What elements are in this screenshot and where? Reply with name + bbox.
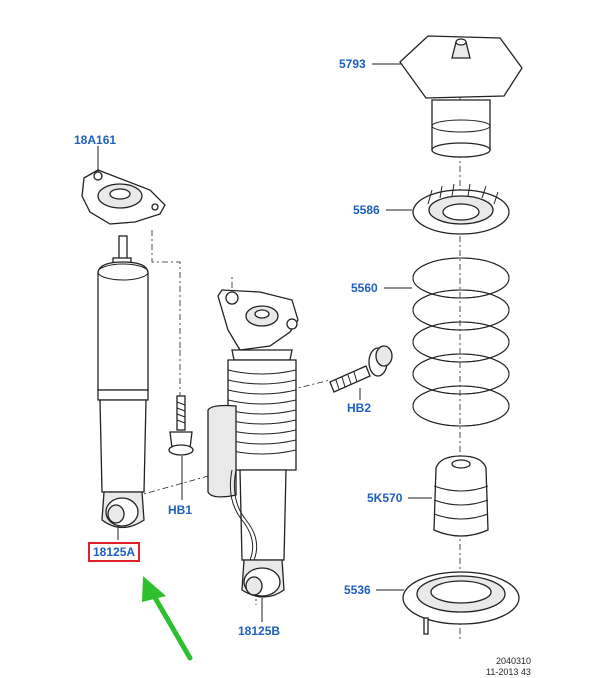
part-label-18a161[interactable]: 18A161 [74,133,117,147]
coil-spring[interactable] [412,257,510,427]
green-pointer-arrow [142,576,193,661]
part-label-hb2[interactable]: HB2 [347,401,372,415]
part-label-hb1[interactable]: HB1 [168,503,193,517]
air-strut-right[interactable] [207,289,299,598]
top-mount[interactable] [399,35,523,158]
lower-spring-seat[interactable] [402,571,520,635]
part-label-5793[interactable]: 5793 [339,57,366,71]
part-label-5560[interactable]: 5560 [351,281,378,295]
part-label-5536[interactable]: 5536 [344,583,371,597]
bolt-hb1[interactable] [168,395,194,456]
bolt-hb2[interactable] [329,345,393,393]
part-label-5586[interactable]: 5586 [353,203,380,217]
shock-absorber-left[interactable] [97,235,149,529]
diagram-reference-date: 11-2013 43 [486,667,531,677]
bump-stop[interactable] [433,455,489,537]
diagram-reference-code: 2040310 [496,656,532,666]
part-label-18125a-highlighted[interactable]: 18125A [88,542,141,562]
leader-lines [97,63,432,622]
upper-mount-bracket[interactable] [81,169,166,225]
part-label-18125b[interactable]: 18125B [238,624,281,638]
upper-spring-seat[interactable] [412,183,510,235]
part-label-5k570[interactable]: 5K570 [367,491,403,505]
assembly-lines [121,40,461,640]
